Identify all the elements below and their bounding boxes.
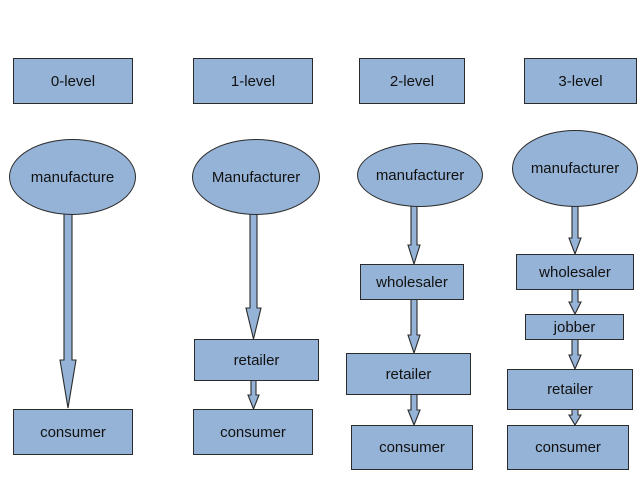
arrow-retailer-to-consumer-2 xyxy=(407,393,421,427)
arrow-manufacturer-to-wholesaler xyxy=(407,205,421,266)
node-consumer-2: consumer xyxy=(351,425,473,470)
node-consumer-0: consumer xyxy=(13,409,133,455)
arrow-manufacture-to-consumer xyxy=(59,212,77,409)
level-header-0: 0-level xyxy=(13,58,133,104)
arrow-manufacturer-to-wholesaler-3 xyxy=(568,204,582,256)
level-header-2: 2-level xyxy=(359,58,465,104)
node-manufacture: manufacture xyxy=(9,139,136,215)
arrow-wholesaler-to-jobber xyxy=(568,288,582,316)
level-header-1: 1-level xyxy=(193,58,313,104)
node-retailer-2: retailer xyxy=(346,353,471,395)
node-retailer-1: retailer xyxy=(194,339,319,381)
arrow-retailer-to-consumer xyxy=(247,379,260,411)
node-consumer-1: consumer xyxy=(193,409,313,455)
node-wholesaler-3: wholesaler xyxy=(516,254,634,290)
node-manufacturer-2: manufacturer xyxy=(357,143,483,207)
arrow-manufacturer-to-retailer xyxy=(245,212,262,340)
node-consumer-3: consumer xyxy=(507,425,629,470)
arrow-retailer-to-consumer-3 xyxy=(568,408,582,427)
node-manufacturer-1: Manufacturer xyxy=(192,139,320,215)
node-retailer-3: retailer xyxy=(507,369,633,410)
arrow-jobber-to-retailer xyxy=(568,338,582,371)
node-jobber-3: jobber xyxy=(525,314,624,340)
node-manufacturer-3: manufacturer xyxy=(512,130,638,207)
level-header-3: 3-level xyxy=(524,58,637,104)
arrow-wholesaler-to-retailer xyxy=(407,298,421,355)
node-wholesaler-2: wholesaler xyxy=(360,264,464,300)
